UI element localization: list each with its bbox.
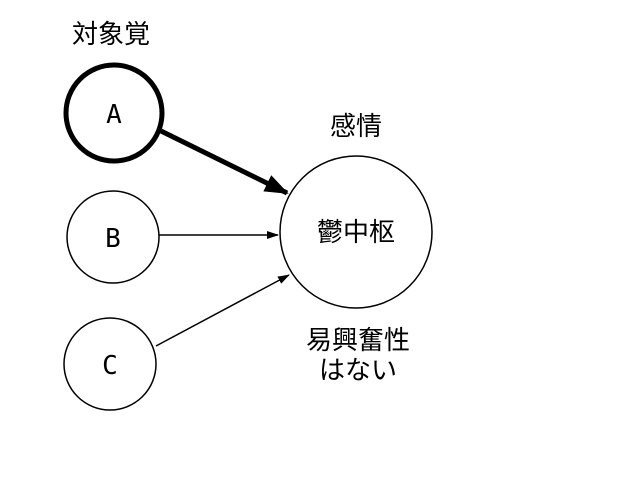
node-b-circle	[66, 190, 160, 284]
emotion-label: 感情	[330, 112, 383, 142]
node-a-circle	[63, 62, 165, 164]
center-circle	[279, 155, 433, 309]
arrow-c-to-center	[155, 274, 290, 347]
node-c-label: C	[102, 351, 118, 381]
note-label: 易興奮性 はない	[302, 326, 414, 386]
node-a-label: A	[106, 100, 122, 130]
target-label: 対象覚	[72, 20, 151, 50]
node-b-label: B	[105, 224, 121, 254]
node-c-circle	[63, 317, 157, 411]
arrow-a-to-center	[159, 128, 289, 196]
depression-center-label: 鬱中枢	[317, 218, 395, 248]
note-line-2: はない	[318, 356, 397, 386]
note-line-1: 易興奮性	[305, 326, 410, 356]
